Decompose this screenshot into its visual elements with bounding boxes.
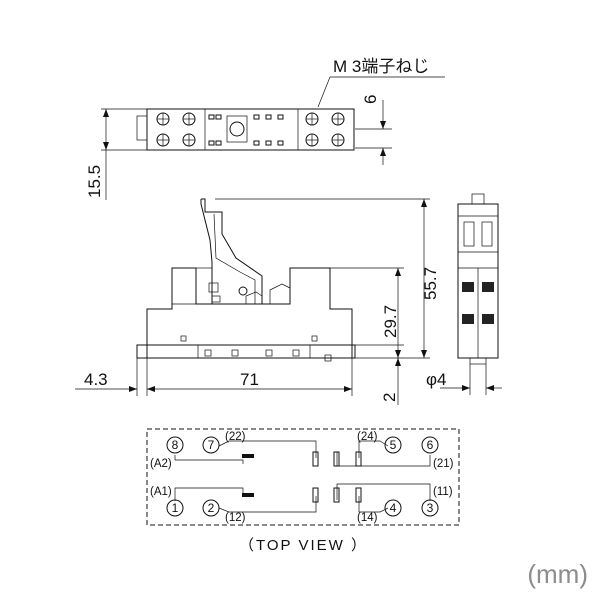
dim-2-label: 2 [380,393,399,402]
screw-label: M 3端子ねじ [333,57,429,76]
terminal-circles [166,436,439,517]
terminal-22: (22) [225,431,246,443]
terminal-8: 8 [172,438,179,452]
terminal-2: 2 [208,501,215,515]
terminal-4: 4 [390,501,397,515]
screw-leader-line [317,76,445,108]
dim-2 [355,344,404,405]
wiring-outline [146,428,460,526]
side-view [457,193,499,365]
dim-29-7 [330,267,404,358]
terminal-5: 5 [390,438,397,452]
terminal-21: (21) [433,458,454,470]
terminal-12: (12) [225,512,246,524]
front-view [136,198,356,362]
dim-4-3-label: 4.3 [84,370,108,389]
terminal-14: (14) [357,512,378,524]
dim-55-7-label: 55.7 [421,267,440,300]
terminal-1: 1 [172,501,179,515]
terminal-7: 7 [208,438,215,452]
dim-55-7 [215,198,430,359]
dim-phi4 [440,364,502,395]
dim-6 [355,100,392,165]
dim-15-5-label: 15.5 [85,165,104,198]
screw-heads-right [305,112,345,147]
terminal-3: 3 [427,501,434,515]
terminal-a2: (A2) [150,458,172,470]
screw-heads-left [156,112,196,147]
dim-phi4-label: φ4 [426,370,446,389]
unit-label: (mm) [527,559,588,589]
dim-71-label: 71 [240,370,259,389]
socket-holes [208,114,284,146]
terminal-a1: (A1) [150,486,172,498]
top-view-caption: （TOP VIEW ） [239,537,368,554]
plan-view [136,76,445,151]
dim-6-label: 6 [361,95,380,104]
terminal-6: 6 [427,438,434,452]
dim-29-7-label: 29.7 [381,305,400,338]
terminal-11: (11) [433,486,453,498]
terminal-24: (24) [357,431,378,443]
wiring-lines [174,440,431,513]
dim-15-5 [101,108,147,200]
dim-4-3-and-71 [75,358,353,396]
